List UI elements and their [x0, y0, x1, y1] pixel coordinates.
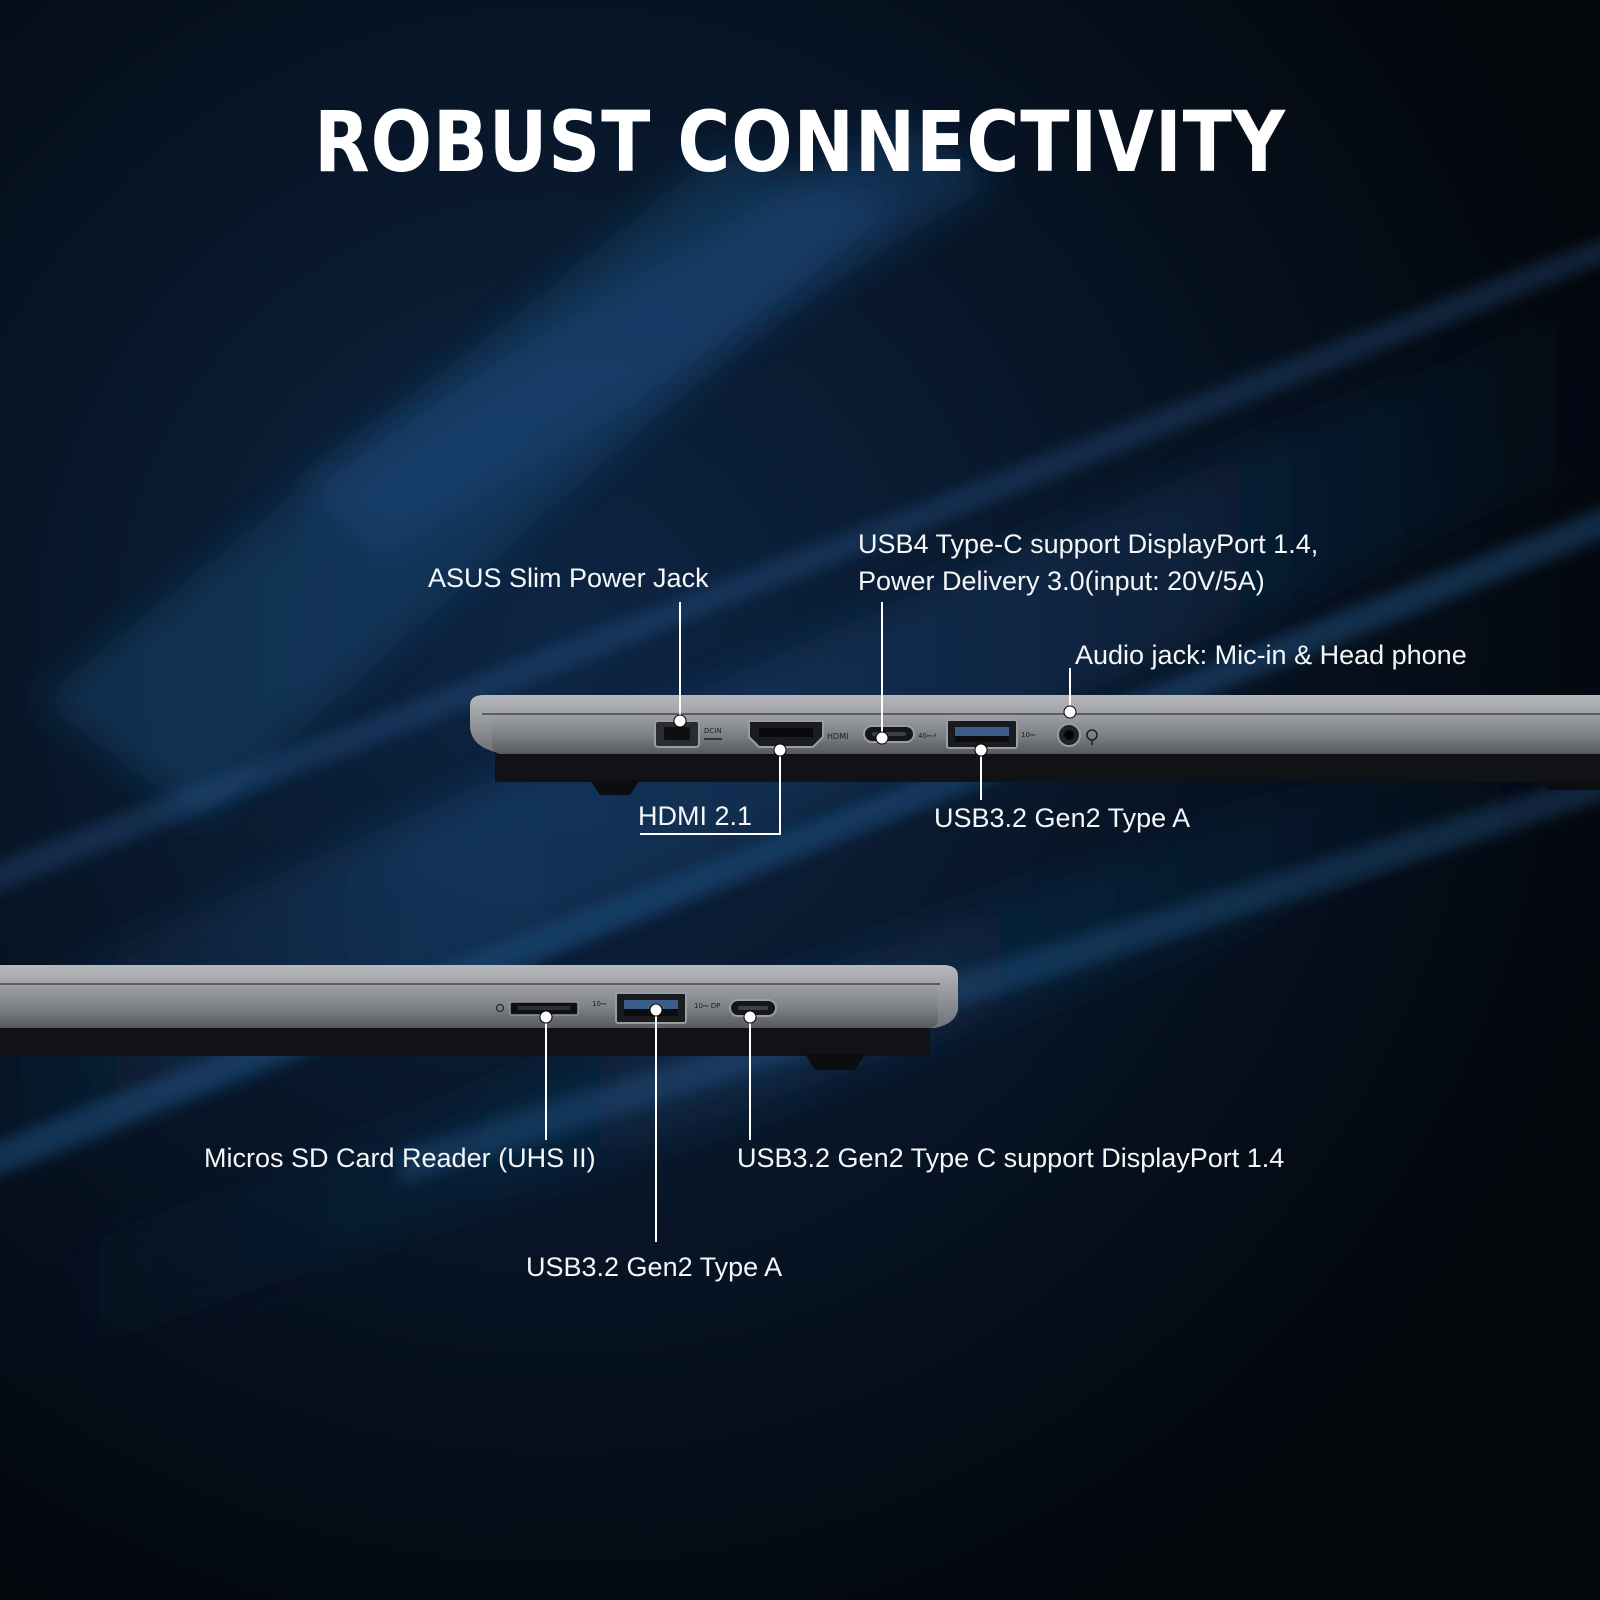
label-hdmi: HDMI 2.1	[638, 801, 753, 831]
usb-c-icon: 10⎓ DP	[694, 999, 777, 1017]
callout-dot	[974, 743, 988, 757]
page-title: ROBUST CONNECTIVITY	[314, 93, 1286, 191]
label-usb4-line1: USB4 Type-C support DisplayPort 1.4,	[858, 529, 1319, 559]
callout-dot	[1063, 705, 1077, 719]
svg-text:10⎓: 10⎓	[592, 1000, 607, 1008]
callout-dot	[743, 1010, 757, 1024]
label-usb-a-top: USB3.2 Gen2 Type A	[934, 803, 1191, 833]
svg-text:10⎓ DP: 10⎓ DP	[694, 1002, 720, 1010]
sd-card-icon	[495, 1001, 579, 1016]
callout-dot	[649, 1003, 663, 1017]
hdmi-icon: HDMI	[748, 720, 848, 748]
callout-hdmi	[640, 750, 781, 835]
svg-text:40⎓⚡: 40⎓⚡	[918, 732, 937, 740]
svg-text:DCIN: DCIN	[704, 727, 722, 735]
label-sd-reader: Micros SD Card Reader (UHS II)	[204, 1143, 596, 1173]
callout-dot	[875, 731, 889, 745]
label-usb4-line2: Power Delivery 3.0(input: 20V/5A)	[858, 566, 1265, 596]
svg-text:10⎓: 10⎓	[1021, 731, 1036, 739]
callout-dot	[539, 1010, 553, 1024]
label-usb-a-bottom: USB3.2 Gen2 Type A	[526, 1252, 783, 1282]
label-power-jack: ASUS Slim Power Jack	[428, 563, 709, 593]
label-usb-c-bottom: USB3.2 Gen2 Type C support DisplayPort 1…	[737, 1143, 1285, 1173]
svg-text:HDMI: HDMI	[827, 732, 848, 741]
label-audio: Audio jack: Mic-in & Head phone	[1075, 640, 1467, 670]
headset-icon	[1057, 723, 1098, 747]
callout-dot	[773, 743, 787, 757]
callout-dot	[673, 714, 687, 728]
